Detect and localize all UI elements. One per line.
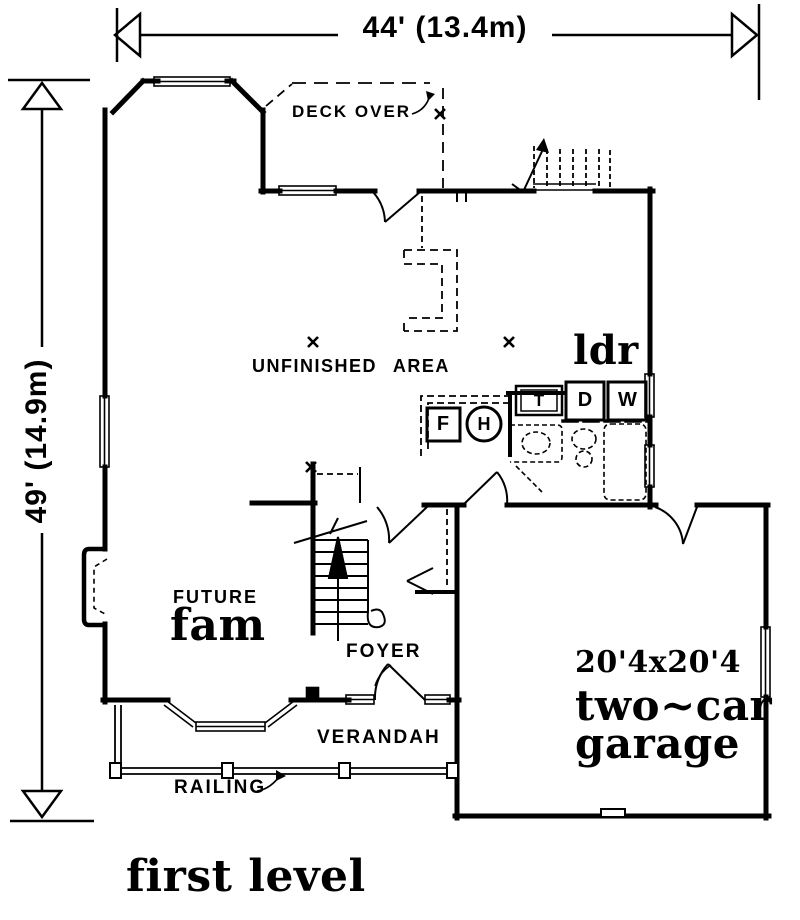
dimension-lines [8,4,761,823]
deck-stair-arrow [511,146,545,194]
deck-post-marker-icon [434,108,446,120]
foyer-leader-line [374,664,392,687]
garage-label-line1: two~car [575,681,773,730]
front-door-swing [373,663,426,701]
dimension-height-label: 49' (14.9m) [20,358,53,524]
dryer-box [564,380,606,422]
foyer-door-swing [376,506,428,544]
garage-door-notch [600,808,626,818]
deck-over-label: DECK OVER [292,102,412,121]
vanity-outline [510,424,563,463]
railing-post [338,762,351,779]
markers [256,91,626,818]
furnace-letter: F [436,413,450,435]
verandah-railing [109,705,459,779]
railing-label: RAILING [174,777,267,798]
garage-entry-door-swing [654,506,698,545]
railing-post [221,762,234,779]
laundry-room-label: ldr [573,327,639,374]
stair-newel-curl [366,608,386,629]
laundry-tub-letter: T [533,391,545,410]
sink-symbol [521,431,551,455]
washer-box [606,380,648,422]
dryer-letter: D [577,389,593,411]
furnace-box [425,406,462,443]
water-heater-circle [465,405,503,443]
bathtub-symbol [603,423,647,501]
future-label: FUTURE [173,587,258,607]
doors [372,191,698,701]
deck-stairs [511,138,611,194]
laundry-tub-box [514,384,564,417]
fireplace [81,546,108,628]
bath-fixtures [510,423,647,501]
column-marker-icon [307,336,319,348]
stair-break-line [293,517,368,544]
porch-post [305,686,320,700]
washer-letter: W [618,389,637,411]
deck-leader-line [411,94,431,115]
garage-size-label: 20'4x20'4 [575,645,741,680]
plan-title: first level [126,851,366,902]
utility-symbols [425,380,648,443]
foyer-label: FOYER [346,641,422,662]
toilet-tank-symbol [575,450,593,468]
dashed-outlines [265,82,509,588]
mudroom-door-swing [462,471,509,506]
railing-post [446,762,459,779]
dimension-width-label: 44' (13.4m) [362,11,528,44]
family-room-label: fam [170,600,266,651]
column-marker-icon [503,336,515,348]
rear-door-swing [372,191,421,223]
water-heater-letter: H [477,414,491,434]
garage-label-line2: garage [575,719,741,768]
unfinished-area-label: UNFINISHED AREA [252,356,450,376]
verandah-label: VERANDAH [317,727,441,748]
column-marker-icon [305,461,317,473]
railing-post [109,762,122,779]
closet-door-symbol [406,567,434,595]
toilet-bowl-symbol [571,428,597,450]
staircase [293,467,386,641]
windows [99,76,771,732]
